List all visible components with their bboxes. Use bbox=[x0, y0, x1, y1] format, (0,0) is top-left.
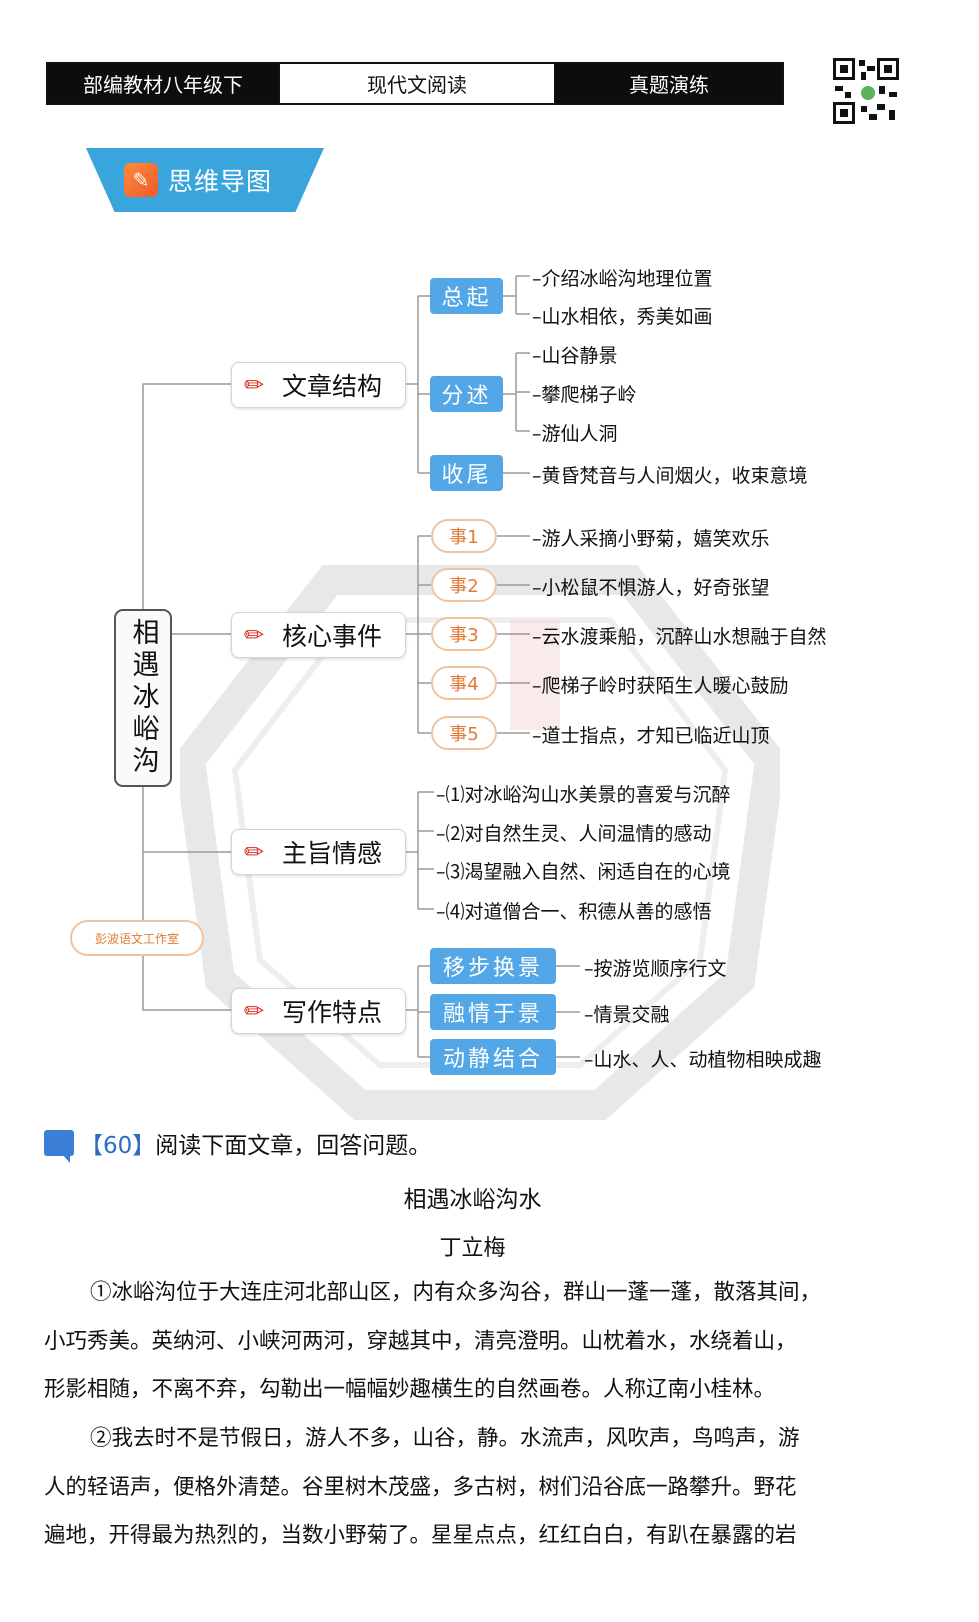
question-prompt: 阅读下面文章，回答问题。 bbox=[155, 1133, 432, 1159]
leaf-text: –游人采摘小野菊，嬉笑欢乐 bbox=[532, 528, 770, 550]
pencil-icon: ✏ bbox=[244, 838, 265, 866]
branch-label: 写作特点 bbox=[282, 998, 383, 1027]
mindmap-connectors bbox=[142, 275, 580, 1058]
question-number: 【60】 bbox=[80, 1133, 156, 1159]
leaf-text: –山谷静景 bbox=[532, 345, 618, 367]
writing-tag: 融情于景 bbox=[430, 994, 556, 1030]
question-line: 【60】 阅读下面文章，回答问题。 bbox=[44, 1126, 432, 1163]
leaf-text: –⑴对冰峪沟山水美景的喜爱与沉醉 bbox=[436, 784, 731, 806]
mindmap-banner: ✎ 思维导图 bbox=[86, 148, 324, 212]
article-title: 相遇冰峪沟水 bbox=[403, 1187, 542, 1213]
paragraph-line: 人的轻语声，便格外清楚。谷里树木茂盛，多古树，树们沿谷底一路攀升。野花 bbox=[44, 1474, 797, 1500]
tag-shouwei: 收尾 bbox=[430, 455, 503, 491]
article-paragraph-2: ②我去时不是节假日，游人不多，山谷，静。水流声，风吹声，鸟鸣声，游 人的轻语声，… bbox=[44, 1415, 906, 1561]
leaf-text: –山水、人、动植物相映成趣 bbox=[584, 1049, 822, 1071]
event-tag: 事4 bbox=[431, 666, 497, 700]
leaf-text: –攀爬梯子岭 bbox=[532, 384, 637, 406]
writing-tag: 移步换景 bbox=[430, 948, 556, 984]
event-tag: 事1 bbox=[431, 519, 497, 553]
leaf-text: –黄昏梵音与人间烟火，收束意境 bbox=[532, 465, 808, 487]
event-tag: 事2 bbox=[431, 568, 497, 602]
leaf-text: –按游览顺序行文 bbox=[584, 958, 727, 980]
mindmap-center-node: 相遇冰峪沟 bbox=[114, 609, 172, 787]
event-tag: 事5 bbox=[431, 716, 497, 750]
tag-fenshu: 分述 bbox=[430, 376, 503, 412]
paragraph-line: 形影相随，不离不弃，勾勒出一幅幅妙趣横生的自然画卷。人称辽南小桂林。 bbox=[44, 1377, 776, 1402]
studio-badge: 彭波语文工作室 bbox=[70, 920, 204, 956]
branch-label: 核心事件 bbox=[282, 622, 383, 651]
leaf-text: –小松鼠不惧游人，好奇张望 bbox=[532, 577, 770, 599]
wechat-icon bbox=[859, 84, 877, 102]
leaf-text: –道士指点，才知已临近山顶 bbox=[532, 725, 770, 747]
article-author: 丁立梅 bbox=[439, 1236, 506, 1261]
speech-bubble-icon bbox=[44, 1130, 74, 1163]
paragraph-line: ①冰峪沟位于大连庄河北部山区，内有众多沟谷，群山一蓬一蓬，散落其间， bbox=[90, 1280, 822, 1305]
article-paragraph-1: ①冰峪沟位于大连庄河北部山区，内有众多沟谷，群山一蓬一蓬，散落其间， 小巧秀美。… bbox=[44, 1269, 906, 1415]
leaf-text: –游仙人洞 bbox=[532, 423, 618, 445]
banner-label: 思维导图 bbox=[168, 167, 273, 196]
pencil-note-icon: ✎ bbox=[124, 163, 158, 197]
leaf-text: –爬梯子岭时获陌生人暖心鼓励 bbox=[532, 675, 789, 697]
pencil-icon: ✏ bbox=[244, 997, 265, 1025]
leaf-text: –⑵对自然生灵、人间温情的感动 bbox=[436, 823, 712, 845]
leaf-text: –⑶渴望融入自然、闲适自在的心境 bbox=[436, 861, 731, 883]
branch-writing: ✏ 写作特点 bbox=[231, 988, 406, 1034]
header-practice: 真题演练 bbox=[556, 64, 782, 103]
header-bar: 部编教材八年级下 现代文阅读 真题演练 bbox=[46, 62, 784, 105]
pencil-icon: ✏ bbox=[244, 371, 265, 399]
writing-tag: 动静结合 bbox=[430, 1039, 556, 1075]
branch-theme: ✏ 主旨情感 bbox=[231, 829, 406, 875]
leaf-text: –山水相依，秀美如画 bbox=[532, 306, 713, 328]
leaf-text: –情景交融 bbox=[584, 1004, 670, 1026]
leaf-text: –介绍冰峪沟地理位置 bbox=[532, 268, 713, 290]
tag-zongqi: 总起 bbox=[430, 278, 503, 314]
header-textbook: 部编教材八年级下 bbox=[48, 64, 278, 103]
header-section: 现代文阅读 bbox=[278, 64, 556, 103]
branch-events: ✏ 核心事件 bbox=[231, 612, 406, 658]
paragraph-line: 小巧秀美。英纳河、小峡河两河，穿越其中，清亮澄明。山枕着水，水绕着山， bbox=[44, 1328, 797, 1354]
branch-label: 文章结构 bbox=[282, 372, 383, 401]
pencil-icon: ✏ bbox=[244, 621, 265, 649]
paragraph-line: ②我去时不是节假日，游人不多，山谷，静。水流声，风吹声，鸟鸣声，游 bbox=[90, 1426, 800, 1451]
qr-code[interactable] bbox=[833, 58, 899, 124]
branch-structure: ✏ 文章结构 bbox=[231, 362, 406, 408]
branch-label: 主旨情感 bbox=[282, 839, 383, 868]
leaf-text: –⑷对道僧合一、积德从善的感悟 bbox=[436, 901, 712, 923]
center-label: 相遇冰峪沟 bbox=[127, 618, 159, 778]
event-tag: 事3 bbox=[431, 617, 497, 651]
paragraph-line: 遍地，开得最为热烈的，当数小野菊了。星星点点，红红白白，有趴在暴露的岩 bbox=[44, 1523, 797, 1548]
leaf-text: –云水渡乘船，沉醉山水想融于自然 bbox=[532, 626, 827, 648]
